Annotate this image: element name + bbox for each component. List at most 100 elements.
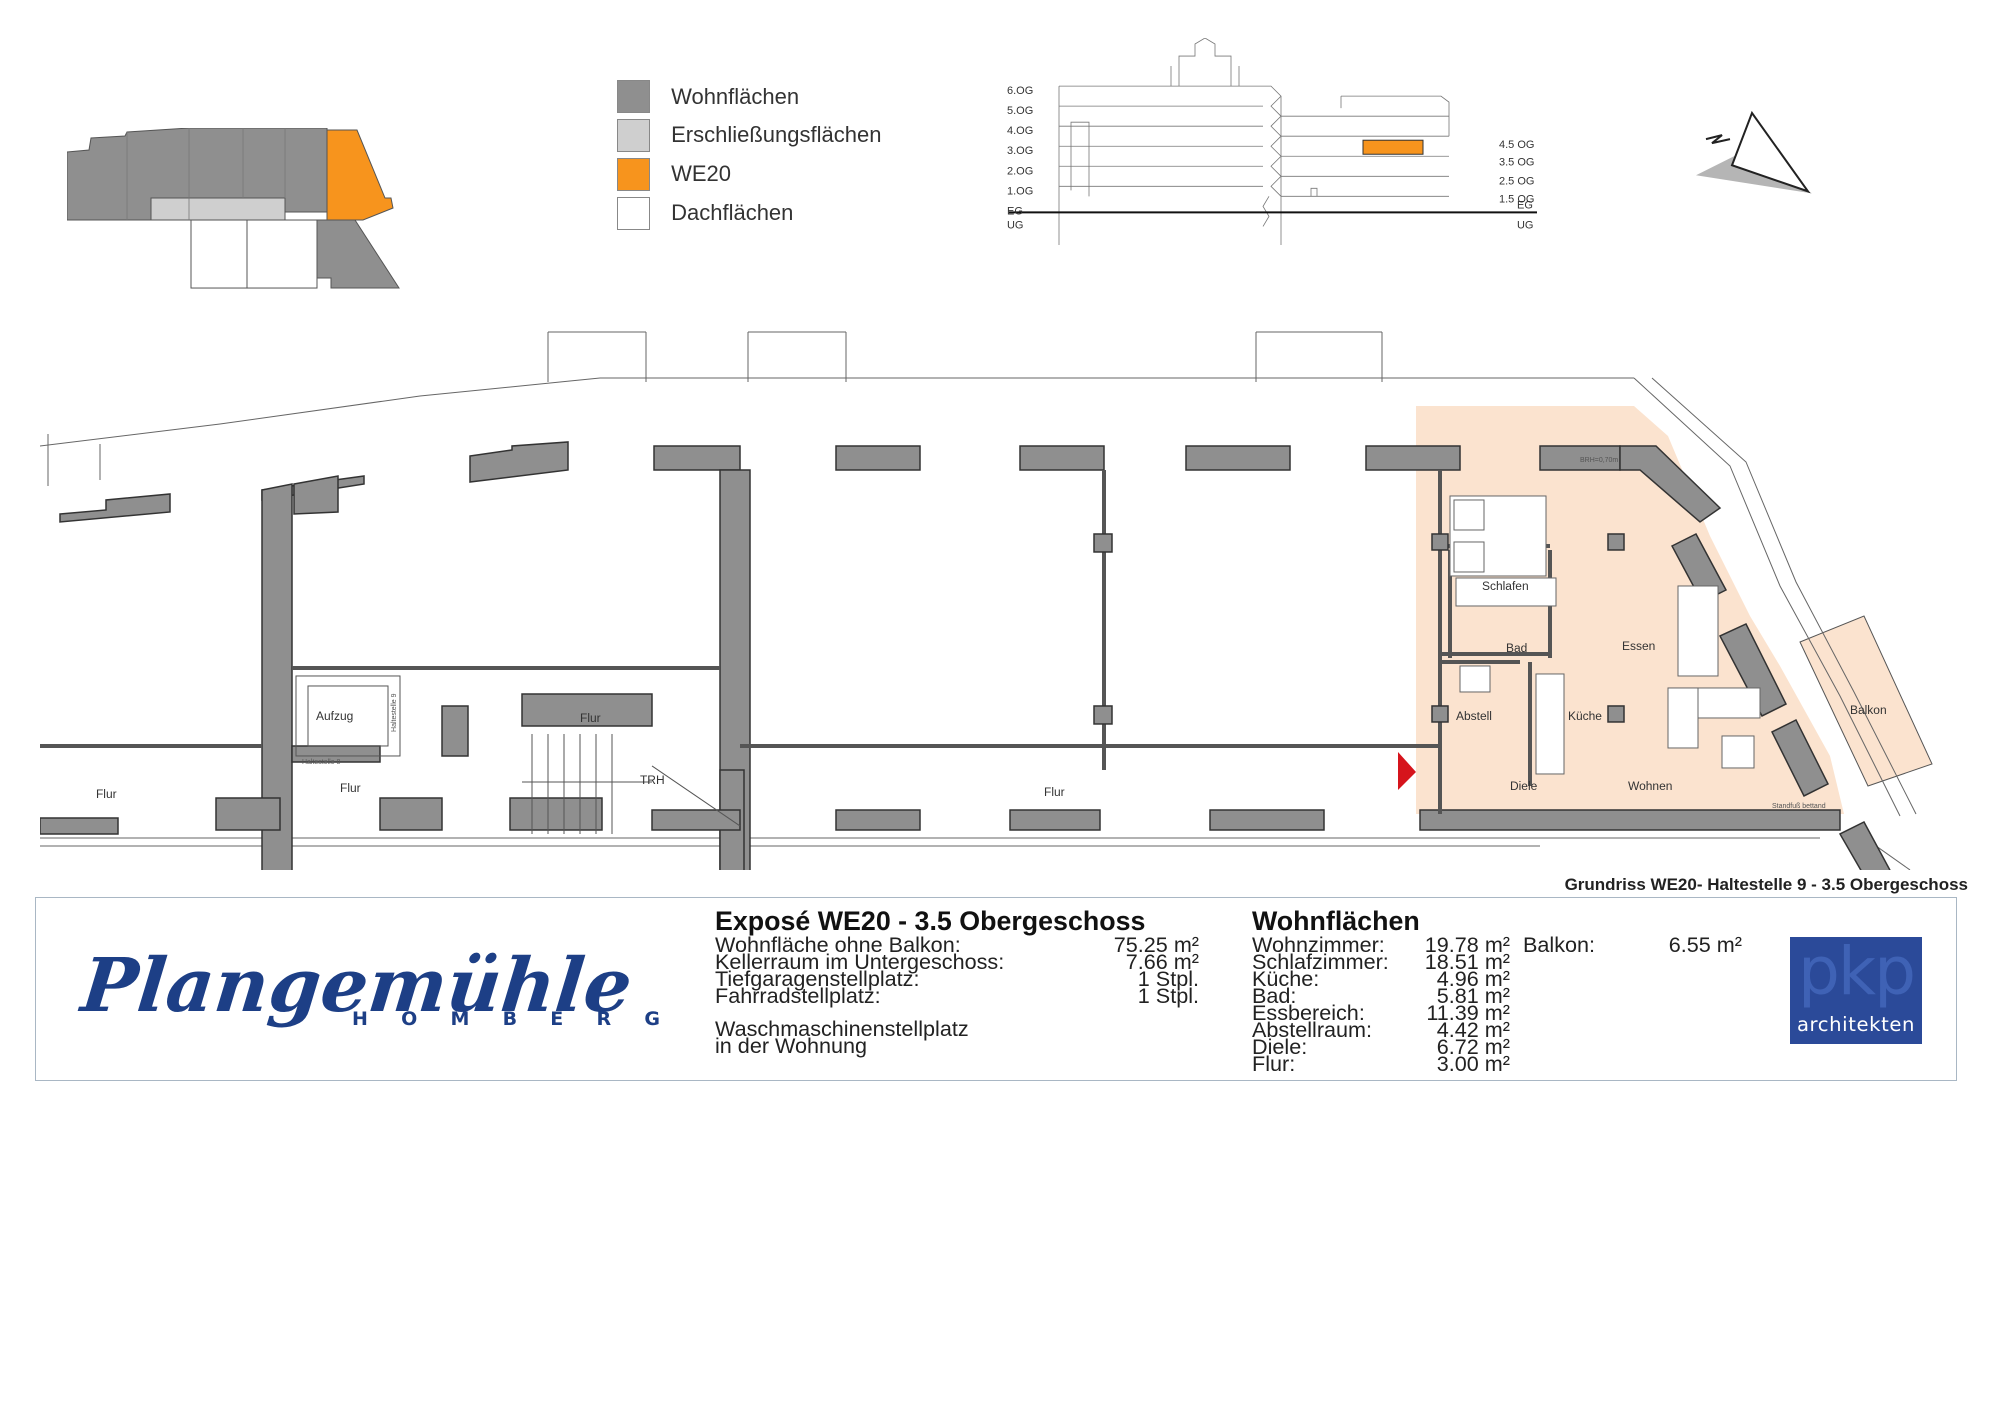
note-brh: BRH=0,70m	[1580, 457, 1618, 464]
area-row-value: 19.78 m²	[1424, 931, 1510, 957]
pkp-architekten-logo: pkp architekten	[1790, 937, 1922, 1044]
logo-sub-letter: E	[550, 1008, 564, 1031]
wall-bottom-5	[651, 808, 741, 831]
expose-row-label: Tiefgaragenstellplatz:	[715, 965, 920, 991]
room-label-flur-corridor: Flur	[1044, 785, 1065, 799]
coffee-table-icon	[1721, 735, 1755, 769]
area-row-value: 3.00 m²	[1436, 1050, 1510, 1076]
note-haltestelle-9: Haltestelle 9	[391, 693, 398, 732]
area-row-label: Essbereich:	[1252, 999, 1365, 1025]
level-label-6og: 6.OG	[1007, 85, 1033, 97]
wall-bottom-1	[40, 816, 119, 835]
expose-row-value: 75.25 m²	[1113, 931, 1199, 957]
north-arrow-icon	[1696, 110, 1812, 194]
area-row-value: 5.81 m²	[1436, 982, 1510, 1008]
expose-note-line-2: in der Wohnung	[715, 1032, 868, 1058]
wall-mid-stub	[441, 704, 469, 757]
logo-sub-letter: R	[596, 1008, 612, 1031]
pkp-logo-word: architekten	[1796, 1012, 1916, 1036]
wall-top-6	[835, 444, 921, 471]
level-label-eg: EG	[1007, 206, 1023, 218]
wall-top-8	[1185, 444, 1291, 471]
area-row-value: 6.72 m²	[1436, 1033, 1510, 1059]
wall-bottom-7	[1009, 808, 1101, 831]
wall-diag-1	[1670, 532, 1728, 603]
level-label-5og: 5.OG	[1007, 105, 1033, 117]
level-label-1-5og: 1.5 OG	[1499, 194, 1534, 206]
room-label-kueche: Küche	[1568, 709, 1602, 723]
area-row-label: Diele:	[1252, 1033, 1308, 1059]
wall-top-7	[1019, 444, 1105, 471]
balkon-value: 6.55 m²	[1668, 931, 1742, 957]
room-label-flur-left: Flur	[96, 787, 117, 801]
wall-top-9	[1365, 444, 1461, 471]
dining-table-icon	[1677, 585, 1719, 677]
expose-row-value: 1 Stpl.	[1137, 965, 1199, 991]
logo-sub-letter: O	[401, 1008, 418, 1031]
room-label-abstell: Abstell	[1456, 709, 1492, 723]
balkon-label: Balkon:	[1523, 931, 1596, 957]
level-label-2-5og: 2.5 OG	[1499, 175, 1534, 187]
logo-sub-letter: H	[352, 1008, 368, 1031]
expose-row-value: 7.66 m²	[1125, 948, 1199, 974]
wall-stair-block	[521, 692, 653, 727]
wall-bottom-6	[835, 808, 921, 831]
legend-label: Dachflächen	[671, 200, 794, 226]
level-label-3-5og: 3.5 OG	[1499, 156, 1534, 168]
legend-item-erschliessung: Erschließungsflächen	[617, 116, 881, 155]
area-row-label: Schlafzimmer:	[1252, 948, 1389, 974]
level-label-ug-right: UG	[1517, 220, 1533, 232]
note-haltestelle-8: Haltestelle 8	[302, 759, 341, 766]
area-row-label: Wohnzimmer:	[1252, 931, 1385, 957]
logo-sub-letter: G	[644, 1008, 660, 1031]
level-label-1og: 1.OG	[1007, 185, 1033, 197]
wall-diag-3	[1770, 718, 1830, 797]
area-row-value: 4.42 m²	[1436, 1016, 1510, 1042]
area-row-label: Bad:	[1252, 982, 1297, 1008]
room-label-flur-upper: Flur	[580, 711, 601, 725]
room-label-essen: Essen	[1622, 639, 1655, 653]
wall-bottom-2	[215, 796, 281, 831]
legend-item-we20: WE20	[617, 155, 877, 194]
legend-label: Wohnflächen	[671, 83, 800, 109]
logo-sub-letter: B	[502, 1008, 518, 1031]
room-label-aufzug: Aufzug	[316, 709, 353, 723]
expose-row-label: Wohnfläche ohne Balkon:	[715, 931, 961, 957]
logo-subtitle: H O M B E R G	[352, 1008, 660, 1030]
legend-item-dachflaechen: Dachflächen	[617, 194, 877, 233]
level-label-eg-right: EG	[1517, 200, 1533, 212]
room-label-wohnen: Wohnen	[1628, 779, 1672, 793]
legend-swatch-we20	[617, 157, 651, 191]
expose-note-line-1: Waschmaschinenstellplatz	[715, 1015, 969, 1041]
wohnflaechen-title: Wohnflächen	[1252, 905, 1420, 936]
wall-diag-4	[1838, 820, 1891, 870]
expose-title: Exposé WE20 - 3.5 Obergeschoss	[715, 905, 1146, 936]
legend: Wohnflächen Erschließungsflächen WE20 Da…	[617, 77, 881, 238]
wall-bottom-8	[1209, 808, 1325, 831]
level-label-4-5og: 4.5 OG	[1499, 139, 1534, 151]
wall-corner-right	[1619, 444, 1722, 523]
wall-bottom-3	[379, 796, 443, 831]
level-label-4og: 4.OG	[1007, 125, 1033, 137]
area-row-label: Küche:	[1252, 965, 1320, 991]
room-label-schlafen: Schlafen	[1482, 579, 1529, 593]
level-label-3og: 3.OG	[1007, 145, 1033, 157]
area-row-value: 18.51 m²	[1424, 948, 1510, 974]
area-row-value: 11.39 m²	[1426, 999, 1510, 1025]
legend-swatch-wohnflaechen	[617, 79, 651, 114]
site-block-roof-2	[246, 219, 318, 289]
legend-label: Erschließungsflächen	[671, 122, 882, 148]
room-label-diele: Diele	[1510, 779, 1538, 793]
info-panel	[35, 897, 1957, 1081]
balcony-area	[1799, 614, 1933, 787]
room-label-bad: Bad	[1506, 641, 1527, 655]
area-row-value: 4.96 m²	[1436, 965, 1510, 991]
room-label-flur-lower: Flur	[340, 781, 361, 795]
wall-bottom-9	[1419, 808, 1841, 831]
site-block-we20	[326, 129, 394, 221]
level-label-2og: 2.OG	[1007, 165, 1033, 177]
legend-label: WE20	[671, 161, 732, 187]
entrance-marker-icon	[1398, 751, 1416, 790]
logo-sub-letter: M	[450, 1008, 470, 1031]
floor-plan: Flur Aufzug Flur Flur TRH Flur Schlafen …	[40, 331, 1933, 870]
